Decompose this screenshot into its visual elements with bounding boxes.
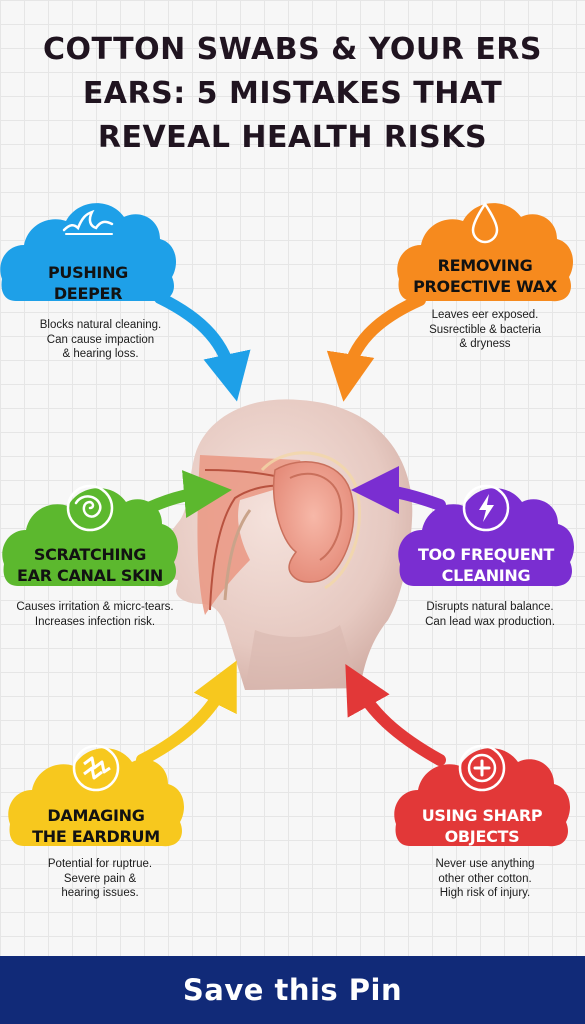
desc-sharp-objects: Never use anything other other cotton. H… (435, 858, 535, 899)
label-eardrum: DAMAGING THE EARDRUM (32, 806, 160, 846)
outer-ear (272, 461, 355, 583)
label-pushing-deeper: PUSHING DEEPER (47, 263, 128, 303)
canal-line-3 (223, 509, 252, 601)
desc-scratching: Causes irritation & micrc-tears. Increas… (16, 601, 174, 628)
desc-too-frequent: Disrupts natural balance. Can lead wax p… (425, 601, 555, 628)
cloud-too-frequent-shape (398, 488, 574, 587)
cloud-sharp-objects (394, 748, 570, 847)
save-pin-label: Save this Pin (182, 973, 403, 1007)
title-line-3: REVEAL HEALTH RISKS (97, 120, 488, 155)
cloud-eardrum-shape (8, 748, 184, 847)
arrow-eardrum (136, 660, 237, 766)
cloud-scratching-shape (2, 488, 178, 587)
cloud-removing-wax (397, 203, 573, 302)
desc-pushing-deeper: Blocks natural cleaning. Can cause impac… (39, 319, 162, 360)
page-title: COTTON SWABS & YOUR ERS EARS: 5 MISTAKES… (0, 28, 585, 160)
cloud-removing-wax-shape (397, 203, 573, 302)
label-removing-wax: REMOVING PROECTIVE WAX (413, 256, 557, 296)
zigzag-icon (72, 744, 120, 792)
wave-icon (62, 209, 114, 235)
canal-line-2 (209, 484, 291, 611)
title-line-1: COTTON SWABS & YOUR ERS (42, 32, 543, 67)
spiral-icon (66, 484, 114, 532)
title-line-2: EARS: 5 MISTAKES THAT (82, 76, 503, 111)
head-illustration (157, 399, 413, 690)
ear-helix (289, 472, 343, 561)
desc-removing-wax: Leaves eer exposed. Susrectible & bacter… (429, 309, 541, 350)
cloud-scratching (2, 488, 178, 587)
label-too-frequent: TOO FREQUENT CLEANING (417, 545, 555, 585)
cloud-too-frequent (398, 488, 574, 587)
cloud-eardrum (8, 748, 184, 847)
neck-shadow (245, 625, 360, 690)
droplet-icon (471, 201, 499, 244)
save-pin-banner[interactable]: Save this Pin (0, 956, 585, 1024)
cloud-pushing-deeper-shape (0, 203, 176, 302)
label-sharp-objects: USING SHARP OBJECTS (421, 806, 543, 846)
lightning-icon (462, 484, 510, 532)
arrow-too-frequent (351, 466, 446, 515)
label-scratching: SCRATCHING EAR CANAL SKIN (17, 545, 163, 585)
cloud-sharp-objects-shape (394, 748, 570, 847)
arrow-removing-wax (326, 294, 426, 402)
plus-circle-icon (458, 744, 506, 792)
desc-eardrum: Potential for ruptrue. Severe pain & hea… (47, 858, 153, 899)
arrow-pushing-deeper (154, 292, 251, 402)
cloud-pushing-deeper (0, 203, 176, 302)
arrow-sharp-objects (345, 664, 446, 766)
